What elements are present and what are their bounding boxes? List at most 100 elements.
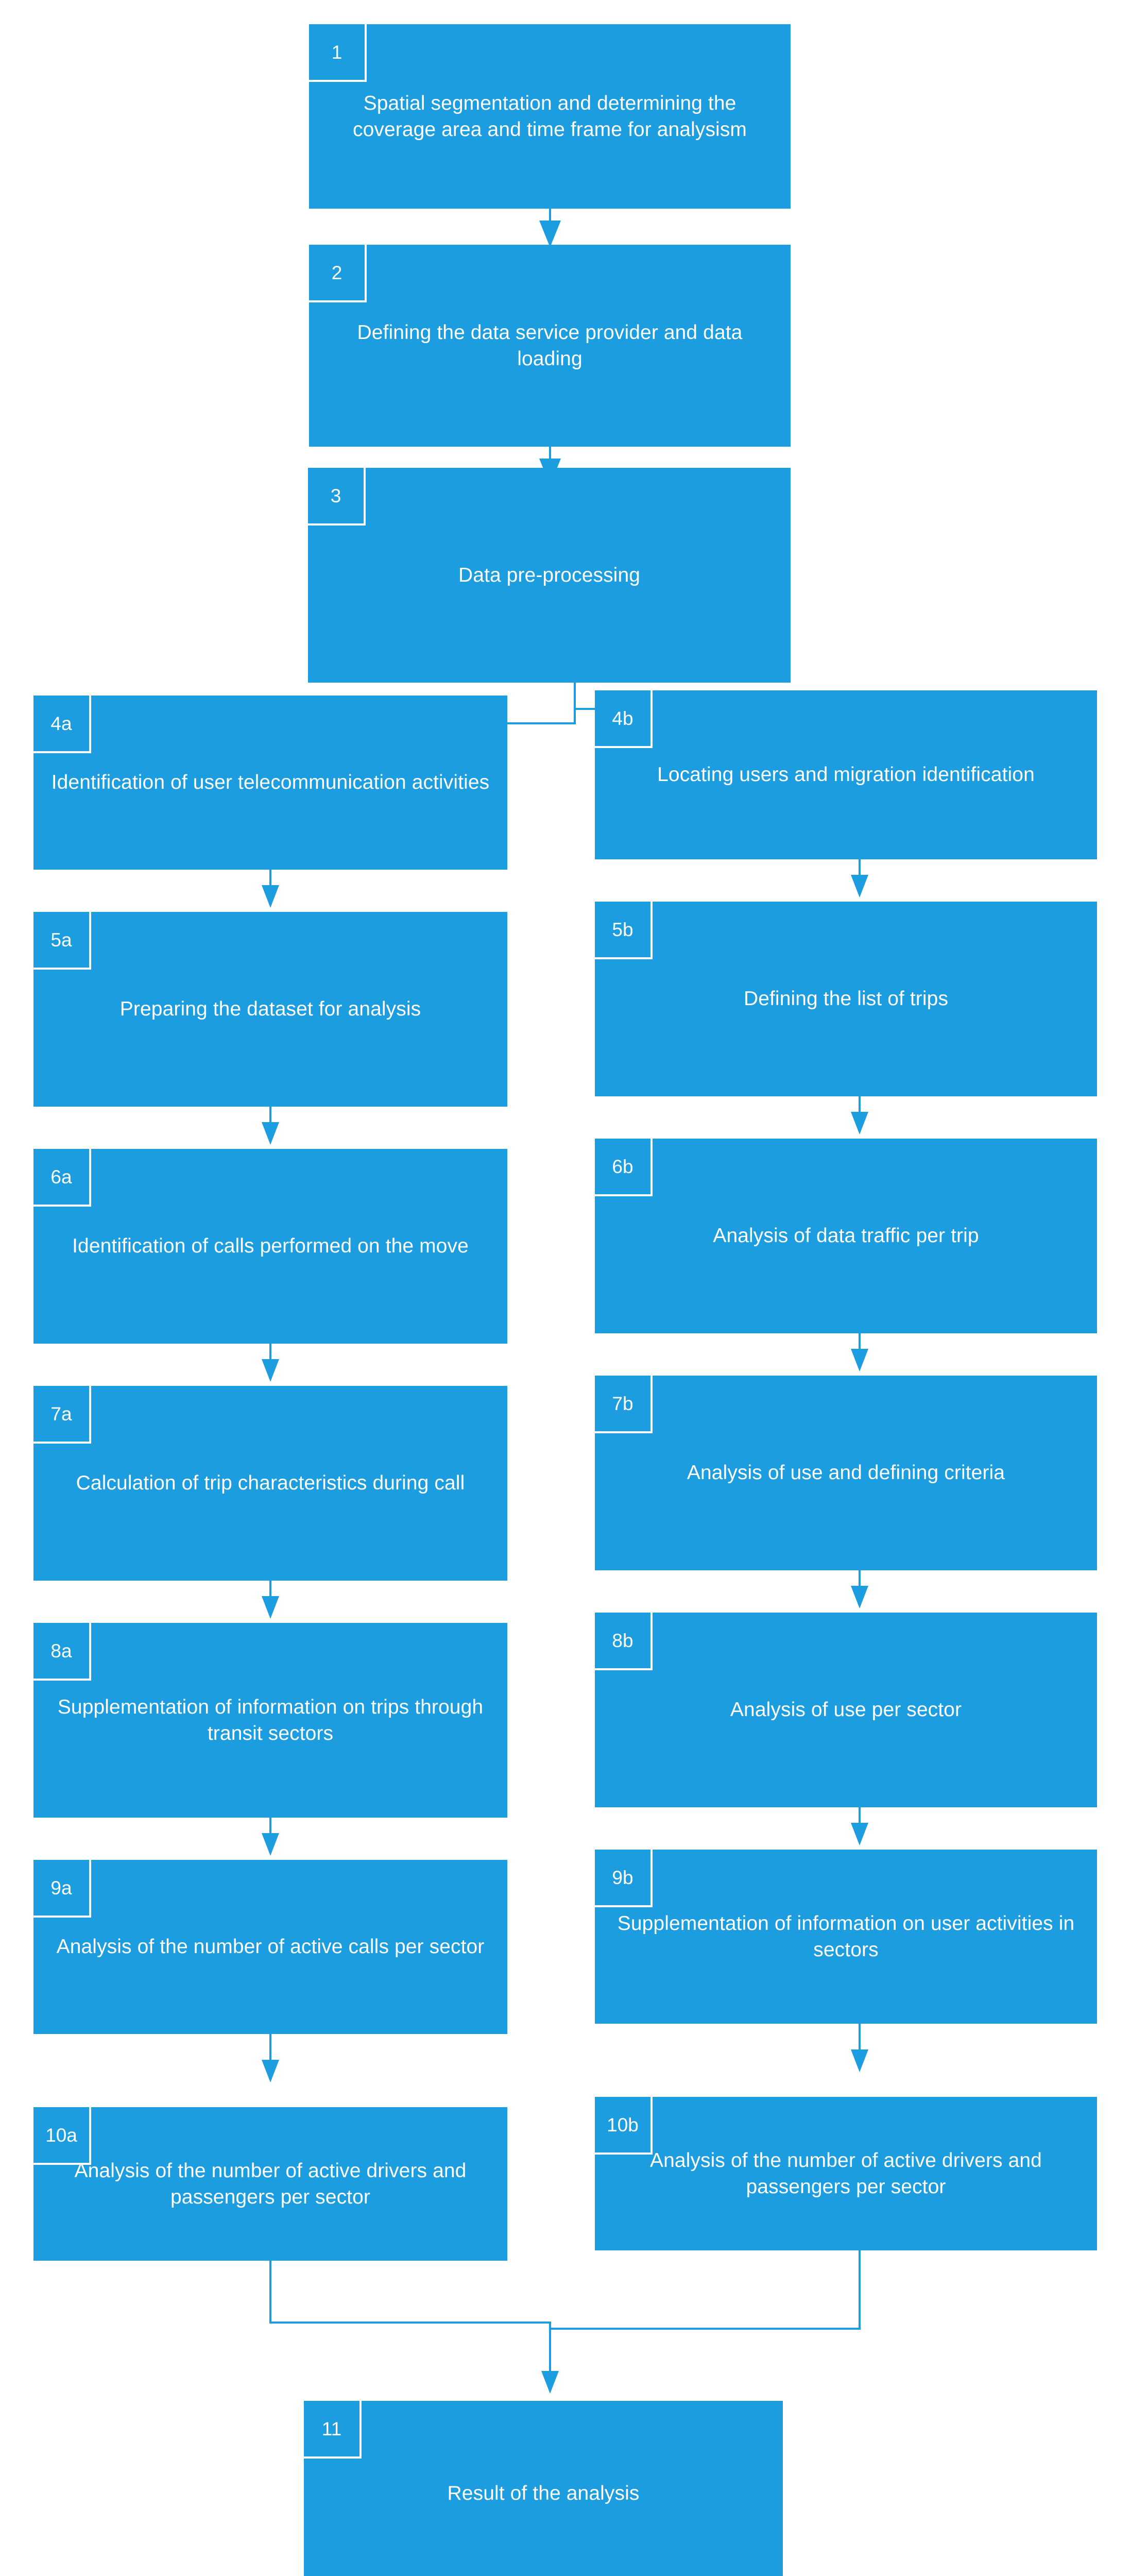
node-4b-label: Locating users and migration identificat… [657, 764, 1035, 786]
connector-6b-to-7b-stem [859, 1333, 861, 1355]
node-10b-number: 10b [607, 2114, 639, 2136]
connector-7b-to-8b-stem [859, 1570, 861, 1592]
node-10a-label: Analysis of the number of active drivers… [74, 2159, 467, 2208]
connector-merge-to-11-stem [549, 2321, 551, 2383]
node-2-label: Defining the data service provider and d… [357, 321, 743, 370]
node-7a-number-tab: 7a [33, 1386, 91, 1444]
node-1-label: Spatial segmentation and determining the… [352, 92, 747, 141]
node-9a-label: Analysis of the number of active calls p… [56, 1936, 485, 1958]
node-6b-number: 6b [612, 1156, 633, 1177]
connector-10a-merge-drop [269, 2261, 271, 2323]
node-9a[interactable]: 9a Analysis of the number of active call… [33, 1860, 507, 2034]
node-7a-number: 7a [50, 1403, 72, 1425]
node-4a-label: Identification of user telecommunication… [51, 771, 490, 794]
connector-2-to-3-stem [549, 447, 551, 462]
node-7b-label: Analysis of use and defining criteria [687, 1462, 1005, 1484]
node-8a-number: 8a [50, 1640, 72, 1662]
node-8b[interactable]: 8b Analysis of use per sector [595, 1613, 1097, 1807]
node-1-number: 1 [331, 41, 342, 63]
connector-6b-to-7b-arrowhead [851, 1349, 868, 1371]
node-2-number-tab: 2 [309, 245, 367, 302]
node-11-label: Result of the analysis [447, 2482, 640, 2505]
node-9a-number-tab: 9a [33, 1860, 91, 1918]
connector-10b-merge-drop [859, 2250, 861, 2329]
connector-9a-to-10a-arrowhead [262, 2060, 279, 2082]
node-3-number-tab: 3 [308, 468, 366, 526]
connector-8b-to-9b-arrowhead [851, 1823, 868, 1845]
node-4b[interactable]: 4b Locating users and migration identifi… [595, 690, 1097, 859]
connector-9a-to-10a-stem [269, 2034, 271, 2066]
node-10a-number: 10a [45, 2124, 77, 2146]
node-6b-label: Analysis of data traffic per trip [713, 1225, 979, 1247]
node-6b[interactable]: 6b Analysis of data traffic per trip [595, 1139, 1097, 1333]
connector-7a-to-8a-arrowhead [262, 1596, 279, 1619]
connector-4b-to-5b-arrowhead [851, 875, 868, 897]
connector-8a-to-9a-arrowhead [262, 1833, 279, 1856]
node-7b[interactable]: 7b Analysis of use and defining criteria [595, 1376, 1097, 1570]
connector-7b-to-8b-arrowhead [851, 1586, 868, 1608]
node-5b-label: Defining the list of trips [743, 988, 949, 1010]
node-10b-number-tab: 10b [595, 2097, 653, 2155]
connector-8a-to-9a-stem [269, 1818, 271, 1839]
node-10b[interactable]: 10b Analysis of the number of active dri… [595, 2097, 1097, 2250]
node-6a[interactable]: 6a Identification of calls performed on … [33, 1149, 507, 1344]
node-5a-label: Preparing the dataset for analysis [119, 998, 421, 1021]
node-4a-number: 4a [50, 713, 72, 734]
connector-5a-to-6a-arrowhead [262, 1122, 279, 1145]
node-9b-label: Supplementation of information on user a… [617, 1912, 1075, 1961]
node-1[interactable]: 1 Spatial segmentation and determining t… [309, 24, 791, 209]
connector-7a-to-8a-stem [269, 1581, 271, 1602]
connector-6a-to-7a-arrowhead [262, 1359, 279, 1382]
connector-1-to-2-stem [549, 209, 551, 224]
connector-4a-to-5a-stem [269, 870, 271, 891]
node-2[interactable]: 2 Defining the data service provider and… [309, 245, 791, 447]
node-11-number: 11 [321, 2418, 342, 2439]
node-8b-number-tab: 8b [595, 1613, 653, 1670]
node-8a[interactable]: 8a Supplementation of information on tri… [33, 1623, 507, 1818]
connector-5b-to-6b-stem [859, 1096, 861, 1118]
node-5a-number: 5a [50, 929, 72, 951]
node-6b-number-tab: 6b [595, 1139, 653, 1196]
node-5b[interactable]: 5b Defining the list of trips [595, 902, 1097, 1096]
node-3-number: 3 [330, 485, 341, 506]
node-5b-number: 5b [612, 919, 633, 940]
node-10a[interactable]: 10a Analysis of the number of active dri… [33, 2107, 507, 2261]
node-4b-number: 4b [612, 707, 633, 729]
connector-merge-to-11-arrowhead [541, 2371, 559, 2394]
node-9b-number: 9b [612, 1867, 633, 1888]
node-6a-label: Identification of calls performed on the… [72, 1235, 469, 1258]
connector-5b-to-6b-arrowhead [851, 1112, 868, 1134]
node-5a-number-tab: 5a [33, 912, 91, 970]
node-4a-number-tab: 4a [33, 696, 91, 753]
node-10a-number-tab: 10a [33, 2107, 91, 2165]
connector-6a-to-7a-stem [269, 1344, 271, 1365]
connector-3-split-stem [574, 683, 576, 724]
connector-1-to-2-arrowhead [539, 221, 561, 247]
node-6a-number-tab: 6a [33, 1149, 91, 1207]
node-7a[interactable]: 7a Calculation of trip characteristics d… [33, 1386, 507, 1581]
node-5b-number-tab: 5b [595, 902, 653, 959]
connector-9b-to-10b-arrowhead [851, 2049, 868, 2072]
node-8a-label: Supplementation of information on trips … [57, 1696, 484, 1744]
node-7a-label: Calculation of trip characteristics duri… [76, 1472, 465, 1495]
node-9b[interactable]: 9b Supplementation of information on use… [595, 1850, 1097, 2024]
node-3-label: Data pre-processing [458, 564, 641, 586]
node-8b-label: Analysis of use per sector [730, 1699, 962, 1721]
connector-4a-to-5a-arrowhead [262, 885, 279, 908]
node-4a[interactable]: 4a Identification of user telecommunicat… [33, 696, 507, 870]
node-8b-number: 8b [612, 1630, 633, 1651]
node-1-number-tab: 1 [309, 24, 367, 82]
node-5a[interactable]: 5a Preparing the dataset for analysis [33, 912, 507, 1107]
node-11[interactable]: 11 Result of the analysis [304, 2401, 783, 2576]
connector-4b-to-5b-stem [859, 859, 861, 881]
node-7b-number-tab: 7b [595, 1376, 653, 1433]
connector-9b-to-10b-stem [859, 2024, 861, 2056]
connector-8b-to-9b-stem [859, 1807, 861, 1829]
node-2-number: 2 [331, 262, 342, 283]
node-11-number-tab: 11 [304, 2401, 362, 2459]
connector-merge-bus-right [549, 2328, 861, 2330]
node-4b-number-tab: 4b [595, 690, 653, 748]
node-3[interactable]: 3 Data pre-processing [308, 468, 791, 683]
connector-merge-bus-left [269, 2321, 550, 2324]
